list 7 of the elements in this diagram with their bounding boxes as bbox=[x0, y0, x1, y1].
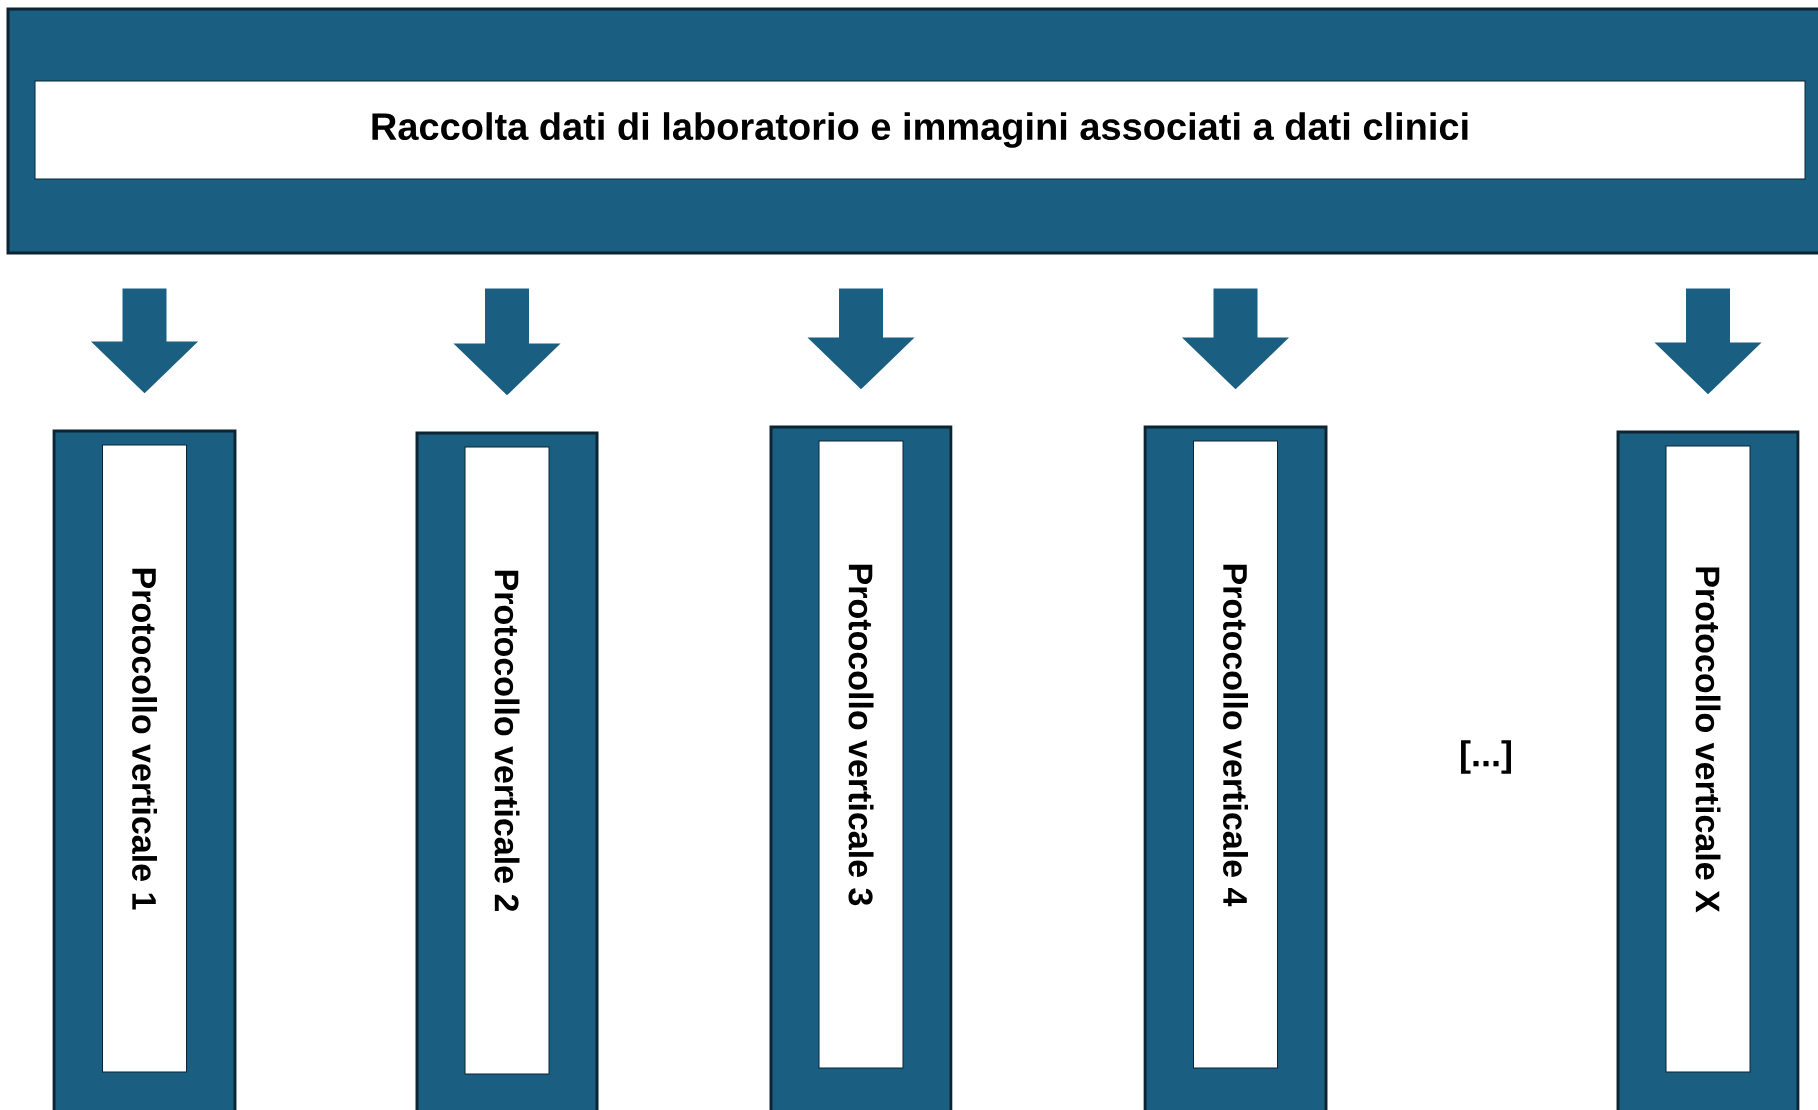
protocol-box: Protocollo verticale 1 bbox=[52, 429, 237, 1110]
protocol-box: Protocollo verticale 3 bbox=[769, 425, 953, 1110]
header-box: Raccolta dati di laboratorio e immagini associati a dati clinici bbox=[6, 7, 1818, 255]
protocol-box: Protocollo verticale X bbox=[1616, 430, 1800, 1110]
protocol-box: Protocollo verticale 2 bbox=[415, 431, 599, 1110]
ellipsis-label: [...] bbox=[1461, 740, 1511, 774]
protocol-box: Protocollo verticale 4 bbox=[1143, 425, 1328, 1110]
